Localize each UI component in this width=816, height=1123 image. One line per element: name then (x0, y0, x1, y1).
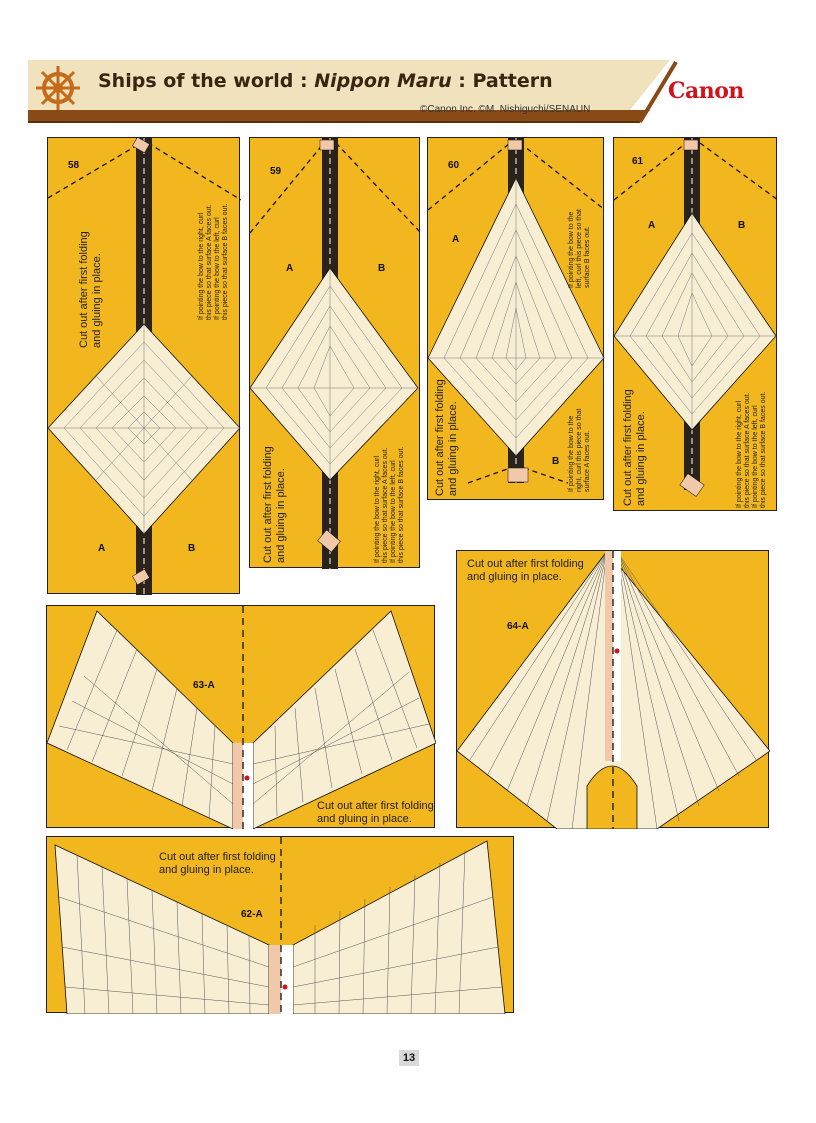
surface-b-label: B (552, 456, 560, 467)
piece-label: 62-A (241, 909, 263, 920)
brand-logo: Canon (668, 78, 744, 104)
page-title: Ships of the world : Nippon Maru : Patte… (98, 70, 553, 92)
surface-b-label: B (378, 263, 386, 274)
piece-label: 64-A (507, 621, 529, 632)
surface-a-label: A (286, 263, 294, 274)
page-number: 13 (399, 1050, 419, 1066)
surface-a-label: A (648, 220, 656, 231)
piece-label: 63-A (193, 680, 215, 691)
surface-a-label: A (452, 234, 460, 245)
piece-number: 59 (270, 166, 282, 177)
surface-a-label: A (98, 543, 106, 554)
piece-number: 61 (632, 156, 644, 167)
header-banner (28, 60, 678, 124)
surface-b-label: B (188, 543, 196, 554)
piece-number: 60 (448, 160, 460, 171)
copyright-text: ©Canon Inc. ©M. Nishiguchi/SENAUN (420, 104, 591, 115)
piece-number: 58 (68, 160, 80, 171)
ship-wheel-icon (36, 66, 80, 110)
surface-b-label: B (738, 220, 746, 231)
